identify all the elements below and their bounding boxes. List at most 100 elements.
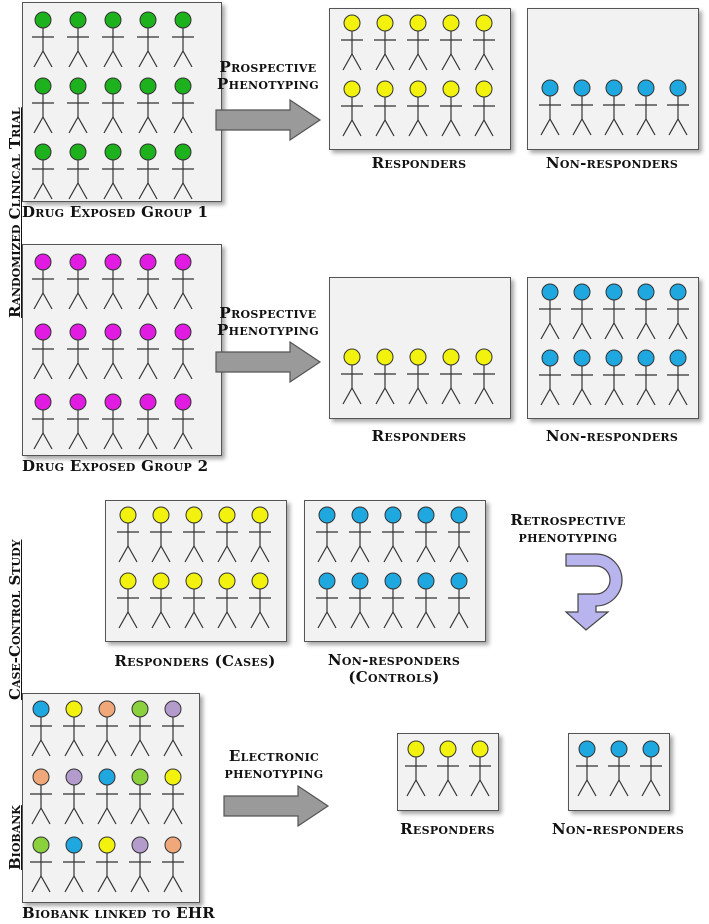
stick-figure-icon (182, 506, 206, 568)
stick-figure-icon (373, 14, 397, 76)
stick-figure-icon (128, 836, 152, 898)
stick-figure-icon (472, 80, 496, 142)
stick-figure-icon (373, 348, 397, 410)
responders-label-2: Responders (371, 427, 467, 445)
cases-box (105, 500, 287, 642)
stick-figure-icon (348, 572, 372, 634)
controls-box (304, 500, 486, 642)
stick-figure-icon (101, 393, 125, 455)
prospective-phenotyping-label-2: Prospective Phenotyping (217, 304, 319, 339)
stick-figure-icon (602, 283, 626, 345)
stick-figure-icon (538, 283, 562, 345)
stick-figure-icon (31, 393, 55, 455)
stick-figure-icon (29, 768, 53, 830)
stick-figure-icon (31, 143, 55, 205)
biobank-nonresponders-label: Non-responders (551, 820, 685, 838)
stick-figure-icon (136, 143, 160, 205)
controls-label: Non-responders (Controls) (327, 651, 461, 686)
biobank-box (22, 693, 200, 903)
stick-figure-icon (472, 14, 496, 76)
stick-figure-icon (128, 768, 152, 830)
stick-figure-icon (66, 143, 90, 205)
stick-figure-icon (161, 836, 185, 898)
stick-figure-icon (447, 572, 471, 634)
stick-figure-icon (136, 393, 160, 455)
stick-figure-icon (101, 77, 125, 139)
stick-figure-icon (171, 11, 195, 73)
stick-figure-icon (149, 572, 173, 634)
stick-figure-icon (439, 14, 463, 76)
stick-figure-icon (315, 506, 339, 568)
stick-figure-icon (136, 323, 160, 385)
stick-figure-icon (340, 80, 364, 142)
stick-figure-icon (62, 768, 86, 830)
stick-figure-icon (340, 14, 364, 76)
stick-figure-icon (66, 11, 90, 73)
stick-figure-icon (95, 700, 119, 762)
stick-figure-icon (215, 506, 239, 568)
stick-figure-icon (248, 506, 272, 568)
stick-figure-icon (406, 80, 430, 142)
stick-figure-icon (666, 79, 690, 141)
stick-figure-icon (373, 80, 397, 142)
stick-figure-icon (447, 506, 471, 568)
stick-figure-icon (66, 253, 90, 315)
stick-figure-icon (149, 506, 173, 568)
stick-figure-icon (414, 506, 438, 568)
stick-figure-icon (31, 253, 55, 315)
stick-figure-icon (101, 253, 125, 315)
stick-figure-icon (171, 143, 195, 205)
stick-figure-icon (414, 572, 438, 634)
stick-figure-icon (31, 11, 55, 73)
stick-figure-icon (62, 700, 86, 762)
stick-figure-icon (128, 700, 152, 762)
stick-figure-icon (439, 80, 463, 142)
stick-figure-icon (406, 14, 430, 76)
stick-figure-icon (468, 740, 492, 802)
stick-figure-icon (29, 836, 53, 898)
stick-figure-icon (116, 572, 140, 634)
stick-figure-icon (171, 393, 195, 455)
stick-figure-icon (634, 349, 658, 411)
responders-box-1 (329, 8, 511, 150)
stick-figure-icon (634, 79, 658, 141)
prospective-phenotyping-label-1: Prospective Phenotyping (217, 58, 319, 93)
stick-figure-icon (315, 572, 339, 634)
stick-figure-icon (348, 506, 372, 568)
prospective-arrow-2 (215, 340, 322, 384)
stick-figure-icon (182, 572, 206, 634)
electronic-arrow (223, 784, 330, 828)
stick-figure-icon (101, 143, 125, 205)
biobank-responders-label: Responders (400, 820, 495, 838)
stick-figure-icon (101, 323, 125, 385)
stick-figure-icon (215, 572, 239, 634)
drug-exposed-group-1-label: Drug Exposed Group 1 (22, 203, 209, 221)
stick-figure-icon (161, 768, 185, 830)
stick-figure-icon (171, 77, 195, 139)
stick-figure-icon (66, 393, 90, 455)
biobank-responders-box (397, 733, 499, 811)
stick-figure-icon (31, 323, 55, 385)
stick-figure-icon (570, 283, 594, 345)
stick-figure-icon (171, 323, 195, 385)
stick-figure-icon (602, 349, 626, 411)
stick-figure-icon (66, 323, 90, 385)
stick-figure-icon (666, 283, 690, 345)
stick-figure-icon (62, 836, 86, 898)
section-label-case-control: Case-Control Study (6, 539, 24, 700)
responders-box-2 (329, 277, 511, 419)
stick-figure-icon (95, 836, 119, 898)
stick-figure-icon (639, 740, 663, 802)
responders-label-1: Responders (371, 154, 467, 172)
stick-figure-icon (439, 348, 463, 410)
stick-figure-icon (406, 348, 430, 410)
stick-figure-icon (666, 349, 690, 411)
nonresponders-label-1: Non-responders (545, 154, 679, 172)
stick-figure-icon (607, 740, 631, 802)
stick-figure-icon (472, 348, 496, 410)
stick-figure-icon (95, 768, 119, 830)
drug-exposed-group-2-label: Drug Exposed Group 2 (22, 457, 209, 475)
stick-figure-icon (436, 740, 460, 802)
stick-figure-icon (538, 79, 562, 141)
stick-figure-icon (570, 79, 594, 141)
